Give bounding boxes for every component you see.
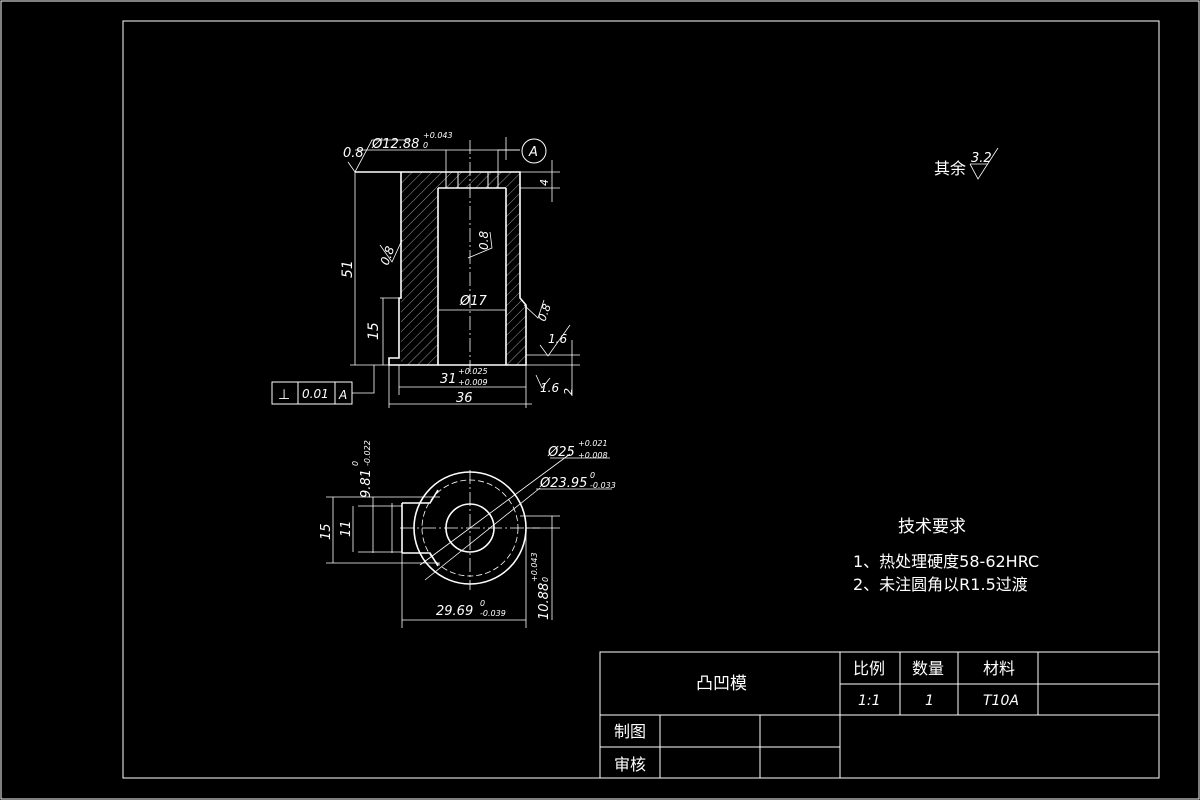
tech-requirements: 技术要求 1、热处理硬度58-62HRC 2、未注圆角以R1.5过渡: [853, 517, 1039, 594]
dim-36: 36: [456, 391, 473, 406]
dim-11: 11: [339, 520, 354, 537]
qty-value: 1: [925, 693, 934, 709]
dim-2969: 29.69: [436, 604, 473, 619]
svg-text:0.8: 0.8: [343, 146, 364, 161]
svg-text:0: 0: [423, 141, 428, 150]
dim-15-top: 15: [319, 523, 334, 540]
svg-text:0.8: 0.8: [536, 302, 554, 323]
drawn-label: 制图: [614, 722, 646, 741]
datum-a-label: A: [528, 145, 538, 160]
material-value: T10A: [983, 693, 1019, 709]
roughness-rest: 其余 3.2: [934, 147, 999, 180]
dim-981: 9.81: [359, 469, 374, 498]
svg-text:+0.008: +0.008: [578, 451, 608, 460]
material-label: 材料: [983, 659, 1015, 678]
svg-text:0.8: 0.8: [477, 231, 491, 250]
dia-top-label: Ø12.88: [371, 137, 419, 152]
roughness-rest-label: 其余: [934, 159, 966, 178]
dia-2395-label: Ø23.95: [539, 476, 587, 491]
svg-text:0: 0: [590, 471, 595, 480]
svg-text:-0.022: -0.022: [363, 440, 372, 466]
svg-text:-0.033: -0.033: [590, 481, 616, 490]
roughness-symbol: [347, 139, 410, 173]
svg-text:+0.043: +0.043: [530, 552, 539, 582]
left-wall-section: [401, 172, 438, 365]
svg-text:-0.039: -0.039: [480, 609, 506, 618]
scale-label: 比例: [853, 659, 885, 678]
checked-label: 审核: [614, 755, 646, 774]
dia-bore-label: Ø17: [459, 294, 488, 309]
dim-31: 31: [440, 372, 457, 387]
front-view: Ø12.88 +0.043 0 A 0.8 4 51 15 0.8 0.8 Ø1…: [271, 131, 580, 408]
dim-15-front: 15: [366, 322, 382, 340]
dim-1088: 10.88: [537, 583, 552, 620]
svg-text:1.6: 1.6: [540, 381, 559, 395]
svg-text:0: 0: [351, 461, 360, 466]
svg-text:A: A: [338, 388, 347, 402]
svg-text:2: 2: [562, 388, 575, 395]
svg-text:+0.043: +0.043: [423, 131, 453, 140]
right-wall-section: [506, 188, 526, 365]
top-section: [438, 172, 520, 188]
svg-text:0: 0: [480, 599, 485, 608]
datum-a-marker: [521, 138, 547, 164]
part-name: 凸凹模: [696, 674, 747, 694]
svg-text:0.8: 0.8: [378, 244, 398, 267]
svg-text:⊥: ⊥: [278, 387, 290, 403]
svg-text:+0.025: +0.025: [458, 367, 488, 376]
tech-req-item-2: 2、未注圆角以R1.5过渡: [853, 575, 1028, 594]
svg-text:+0.021: +0.021: [578, 439, 608, 448]
top-view: 15 11 9.81 0 -0.022 Ø25 +0.021 +0.008 Ø2…: [319, 439, 616, 628]
title-block: 凸凹模 比例 数量 材料 1:1 1 T10A 制图 审核: [599, 651, 1160, 779]
svg-text:4: 4: [538, 179, 551, 186]
dia-25-label: Ø25: [547, 445, 575, 460]
svg-text:0.01: 0.01: [302, 387, 329, 401]
qty-label: 数量: [912, 659, 944, 678]
feature-control-frame: ⊥ 0.01 A: [271, 365, 375, 405]
tech-req-title: 技术要求: [898, 517, 966, 537]
scale-value: 1:1: [858, 693, 881, 709]
svg-text:3.2: 3.2: [971, 151, 992, 166]
svg-text:0: 0: [541, 577, 550, 582]
dim-51: 51: [340, 260, 356, 278]
svg-text:1.6: 1.6: [548, 332, 567, 346]
tech-req-item-1: 1、热处理硬度58-62HRC: [853, 552, 1039, 571]
svg-text:+0.009: +0.009: [458, 378, 488, 387]
